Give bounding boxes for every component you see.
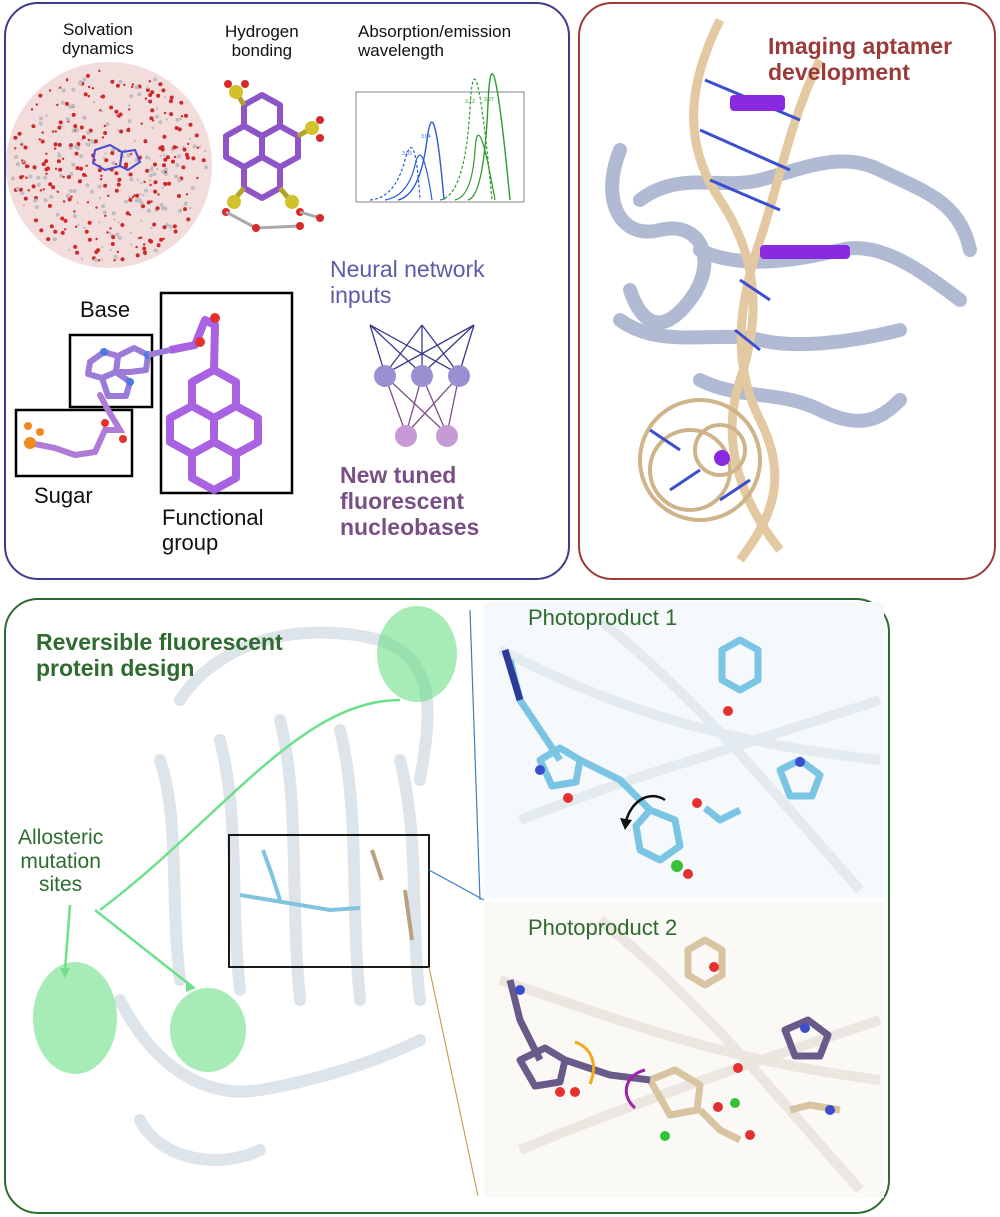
- spectrum-peak-1: 3.03: [402, 151, 412, 157]
- spectrum-peak-4: 3.27: [484, 97, 494, 103]
- photoproduct-2-label: Photoproduct 2: [528, 915, 678, 940]
- solvation-label: Solvation dynamics: [62, 20, 134, 59]
- new-tuned-label: New tuned fluorescent nucleobases: [340, 462, 480, 540]
- base-label: Base: [80, 297, 131, 322]
- functional-group-label: Functional group: [162, 505, 264, 555]
- aptamer-panel: [578, 2, 996, 580]
- hbond-label: Hydrogen bonding: [225, 22, 299, 61]
- allosteric-label: Allosteric mutation sites: [18, 826, 104, 897]
- neural-network-label: Neural network inputs: [330, 256, 485, 308]
- spectrum-peak-3: 3.12: [465, 99, 475, 105]
- absorption-label: Absorption/emission wavelength: [358, 22, 512, 61]
- photoproduct-1-label: Photoproduct 1: [528, 605, 678, 630]
- spectrum-peak-2: 3.04: [421, 134, 431, 140]
- protein-title: Reversible fluorescent protein design: [36, 629, 283, 681]
- sugar-label: Sugar: [34, 483, 93, 508]
- aptamer-title: Imaging aptamer development: [768, 33, 953, 85]
